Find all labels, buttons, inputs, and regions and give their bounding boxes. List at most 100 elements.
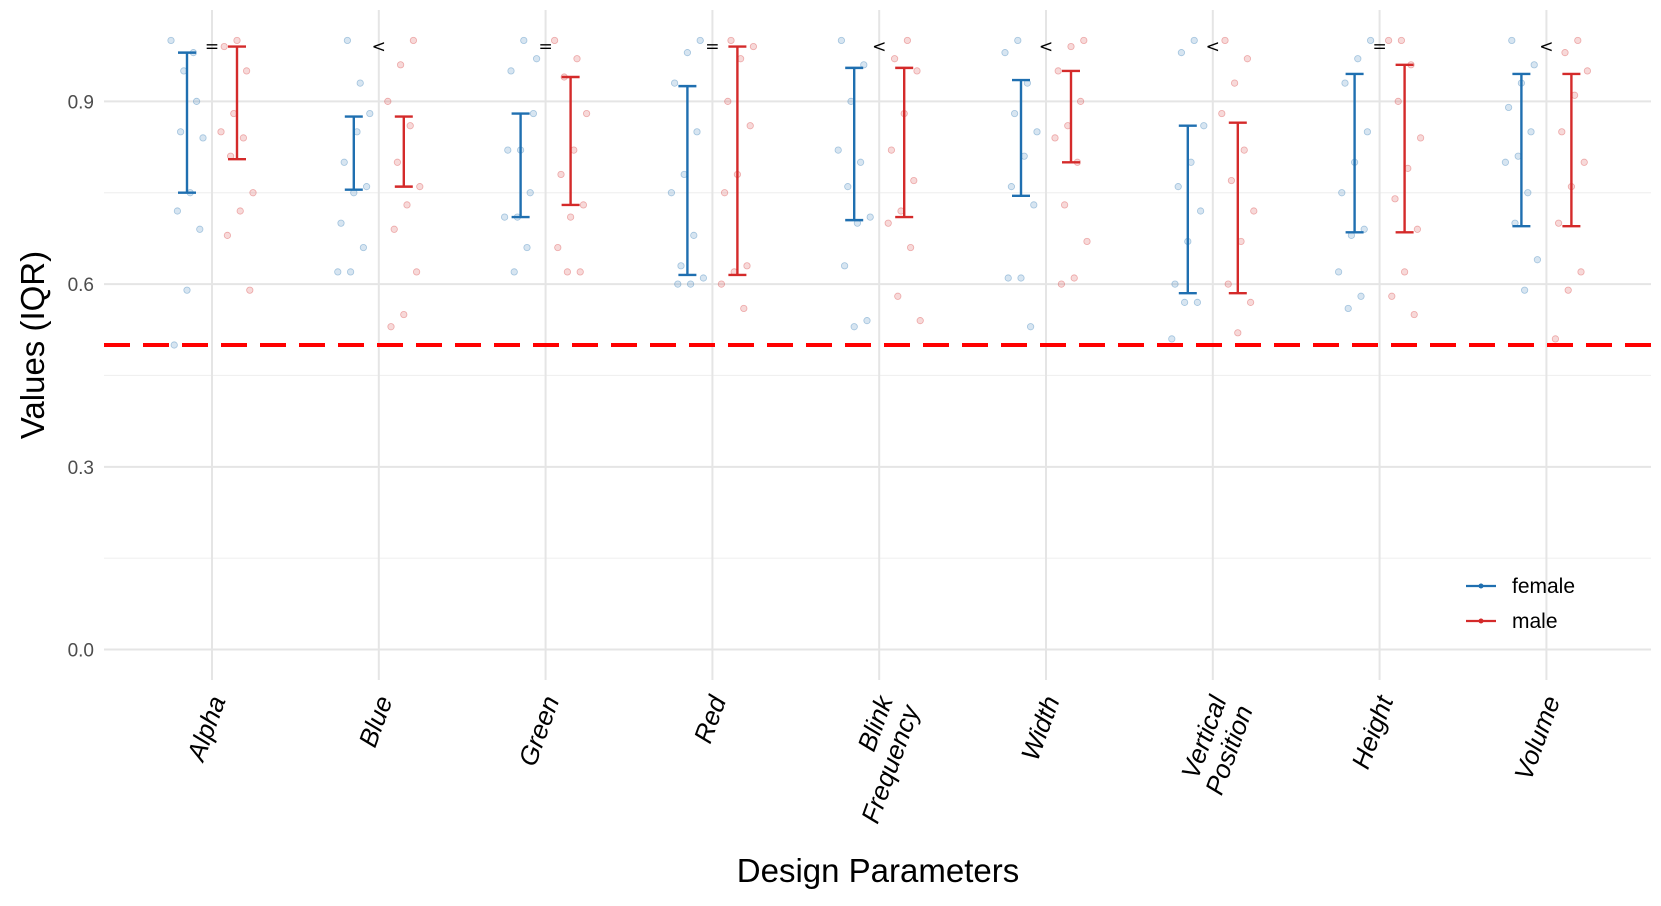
data-point-male: [416, 183, 424, 191]
data-point-female: [1533, 256, 1542, 264]
data-point-male: [746, 122, 754, 130]
data-point-male: [1574, 36, 1582, 45]
error-bars: [178, 45, 1581, 295]
data-point-female: [346, 268, 355, 276]
data-point-male: [1240, 146, 1248, 154]
x-category-label: Width: [1015, 692, 1066, 765]
comparison-label: <: [1206, 37, 1220, 57]
x-category-label: BlinkFrequency: [829, 690, 926, 827]
data-point-male: [1580, 158, 1588, 166]
comparison-label: <: [1539, 37, 1553, 57]
x-category-label: Red: [688, 690, 733, 747]
comparison-label: =: [205, 37, 219, 57]
data-point-female: [1030, 201, 1038, 209]
data-point-male: [409, 36, 417, 45]
data-point-male: [1417, 134, 1425, 142]
data-point-female: [359, 243, 367, 252]
data-point-male: [1247, 298, 1255, 306]
data-point-male: [223, 231, 231, 239]
data-point-female: [1193, 298, 1202, 306]
data-point-female: [1007, 183, 1016, 191]
data-point-female: [1505, 103, 1513, 112]
data-point-female: [177, 128, 185, 136]
data-point-male: [403, 201, 411, 209]
data-point-female: [170, 341, 178, 349]
legend-label-male: male: [1512, 610, 1558, 633]
data-point-female: [1177, 49, 1186, 57]
data-point-male: [720, 189, 729, 197]
data-point-female: [696, 36, 704, 45]
data-point-male: [910, 176, 918, 185]
data-point-male: [1054, 67, 1062, 75]
data-point-male: [217, 128, 225, 136]
data-point-female: [196, 225, 204, 233]
data-point-female: [334, 268, 342, 276]
data-point-female: [863, 317, 871, 325]
data-point-male: [884, 219, 892, 227]
data-point-male: [890, 55, 899, 63]
data-point-female: [1010, 109, 1019, 118]
data-point-female: [1033, 128, 1041, 136]
data-point-male: [1561, 49, 1569, 57]
data-point-male: [1221, 36, 1229, 45]
data-point-male: [1250, 207, 1258, 215]
data-point-male: [563, 268, 572, 276]
data-point-male: [1224, 280, 1232, 288]
data-point-male: [393, 158, 401, 166]
comparison-label: <: [1039, 37, 1053, 57]
data-point-female: [1501, 158, 1510, 166]
data-point-female: [1014, 36, 1022, 45]
data-point-female: [1027, 323, 1035, 331]
data-point-female: [366, 109, 374, 118]
data-point-female: [1004, 274, 1012, 282]
comparison-label: =: [538, 37, 552, 57]
legend-item-female: female: [1466, 575, 1575, 598]
data-point-female: [343, 36, 351, 45]
comparison-label: <: [372, 37, 386, 57]
data-point-male: [1061, 201, 1069, 209]
data-point-male: [1558, 128, 1566, 136]
data-point-male: [1234, 329, 1242, 337]
data-point-male: [1057, 280, 1066, 288]
data-point-male: [743, 262, 751, 270]
jitter-points: [167, 36, 1592, 349]
data-point-female: [1200, 122, 1208, 130]
data-point-male: [1067, 42, 1075, 51]
comparison-labels: =<==<<<=<: [205, 37, 1554, 57]
data-point-male: [740, 304, 748, 313]
data-point-female: [850, 323, 858, 331]
data-point-female: [1338, 189, 1346, 197]
data-point-male: [396, 61, 405, 69]
y-tick-label: 0.3: [68, 458, 94, 479]
data-point-female: [362, 183, 371, 191]
data-point-female: [699, 274, 708, 282]
data-point-male: [576, 268, 584, 276]
y-axis-title: Values (IQR): [14, 251, 51, 439]
data-point-male: [243, 67, 251, 75]
data-point-male: [906, 243, 915, 252]
data-point-male: [573, 55, 581, 63]
data-point-female: [677, 262, 685, 270]
x-category-label: Alpha: [180, 692, 232, 767]
data-point-female: [1530, 61, 1538, 69]
data-point-male: [566, 213, 575, 221]
data-point-male: [1083, 237, 1091, 246]
data-point-female: [1171, 280, 1179, 288]
data-point-male: [887, 146, 896, 154]
data-point-male: [1564, 286, 1572, 294]
x-category-label: Blue: [352, 692, 398, 751]
data-point-female: [840, 262, 849, 270]
data-point-female: [526, 189, 534, 197]
data-point-male: [1413, 225, 1422, 233]
data-point-female: [1190, 36, 1198, 45]
y-tick-label: 0.6: [68, 275, 94, 296]
data-point-male: [550, 36, 559, 45]
y-tick-labels: 0.00.30.60.9: [68, 92, 94, 661]
data-point-male: [412, 268, 421, 276]
data-point-male: [1583, 67, 1592, 75]
data-point-female: [507, 67, 515, 75]
data-point-female: [674, 280, 682, 288]
data-point-male: [1391, 195, 1399, 203]
data-point-male: [387, 323, 395, 331]
